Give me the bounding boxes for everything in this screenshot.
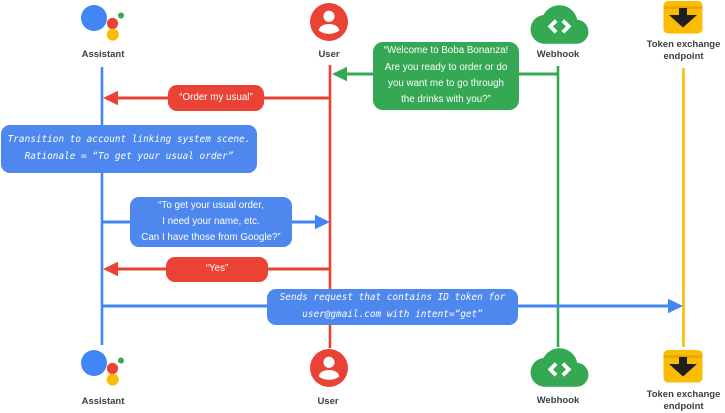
token-endpoint-download-icon [662,348,704,384]
bubble-line: Sends request that contains ID token for [279,292,506,304]
label-line: Token exchange [646,389,721,400]
bubble-line: I need your name, etc. [162,215,260,227]
bubble-line: Rationale = “To get your usual order” [24,151,234,162]
bubble-line: Can I have those from Google?” [141,232,281,244]
message-bubble-welcome: “Welcome to Boba Bonanza! Are you ready … [373,42,519,110]
actor-label-token-endpoint-top: Token exchange endpoint [633,39,725,62]
actor-label-webhook-top: Webhook [536,49,580,60]
label-line: Token exchange [646,39,721,50]
actor-label-user-top: User [318,49,340,60]
note-bubble-transition-account-linking: Transition to account linking system sce… [1,125,257,173]
user-person-icon [310,349,348,387]
google-assistant-icon [81,2,125,42]
actor-label-assistant-top: Assistant [81,49,125,60]
actor-label-token-endpoint-bottom: Token exchange endpoint [633,389,725,412]
bubble-line: “To get your usual order, [158,199,264,211]
actor-label-user-bottom: User [317,396,339,407]
note-bubble-sends-request-id-token: Sends request that contains ID token for… [267,289,518,325]
bubble-line: user@gmail.com with intent=“get” [302,309,483,320]
bubble-line: Are you ready to order or do [384,61,508,73]
bubble-line: you want me to go through [387,78,504,89]
webhook-cloud-code-icon [530,4,589,45]
google-assistant-icon [81,347,125,387]
message-bubble-yes: “Yes” [166,257,268,282]
message-bubble-order-my-usual: “Order my usual” [168,85,264,111]
webhook-cloud-code-icon [530,347,589,388]
message-bubble-ask-for-info: “To get your usual order, I need your na… [130,197,292,247]
bubble-line: “Order my usual” [179,91,253,103]
token-endpoint-download-icon [662,0,704,35]
bubble-line: Transition to account linking system sce… [7,134,251,146]
bubble-line: the drinks with you?” [401,94,491,106]
bubble-line: “Welcome to Boba Bonanza! [383,45,509,57]
label-line: endpoint [663,400,704,412]
actor-label-assistant-bottom: Assistant [81,396,125,407]
user-person-icon [310,3,348,41]
label-line: endpoint [663,50,704,62]
actor-label-webhook-bottom: Webhook [536,395,580,406]
bubble-line: “Yes” [205,263,229,275]
